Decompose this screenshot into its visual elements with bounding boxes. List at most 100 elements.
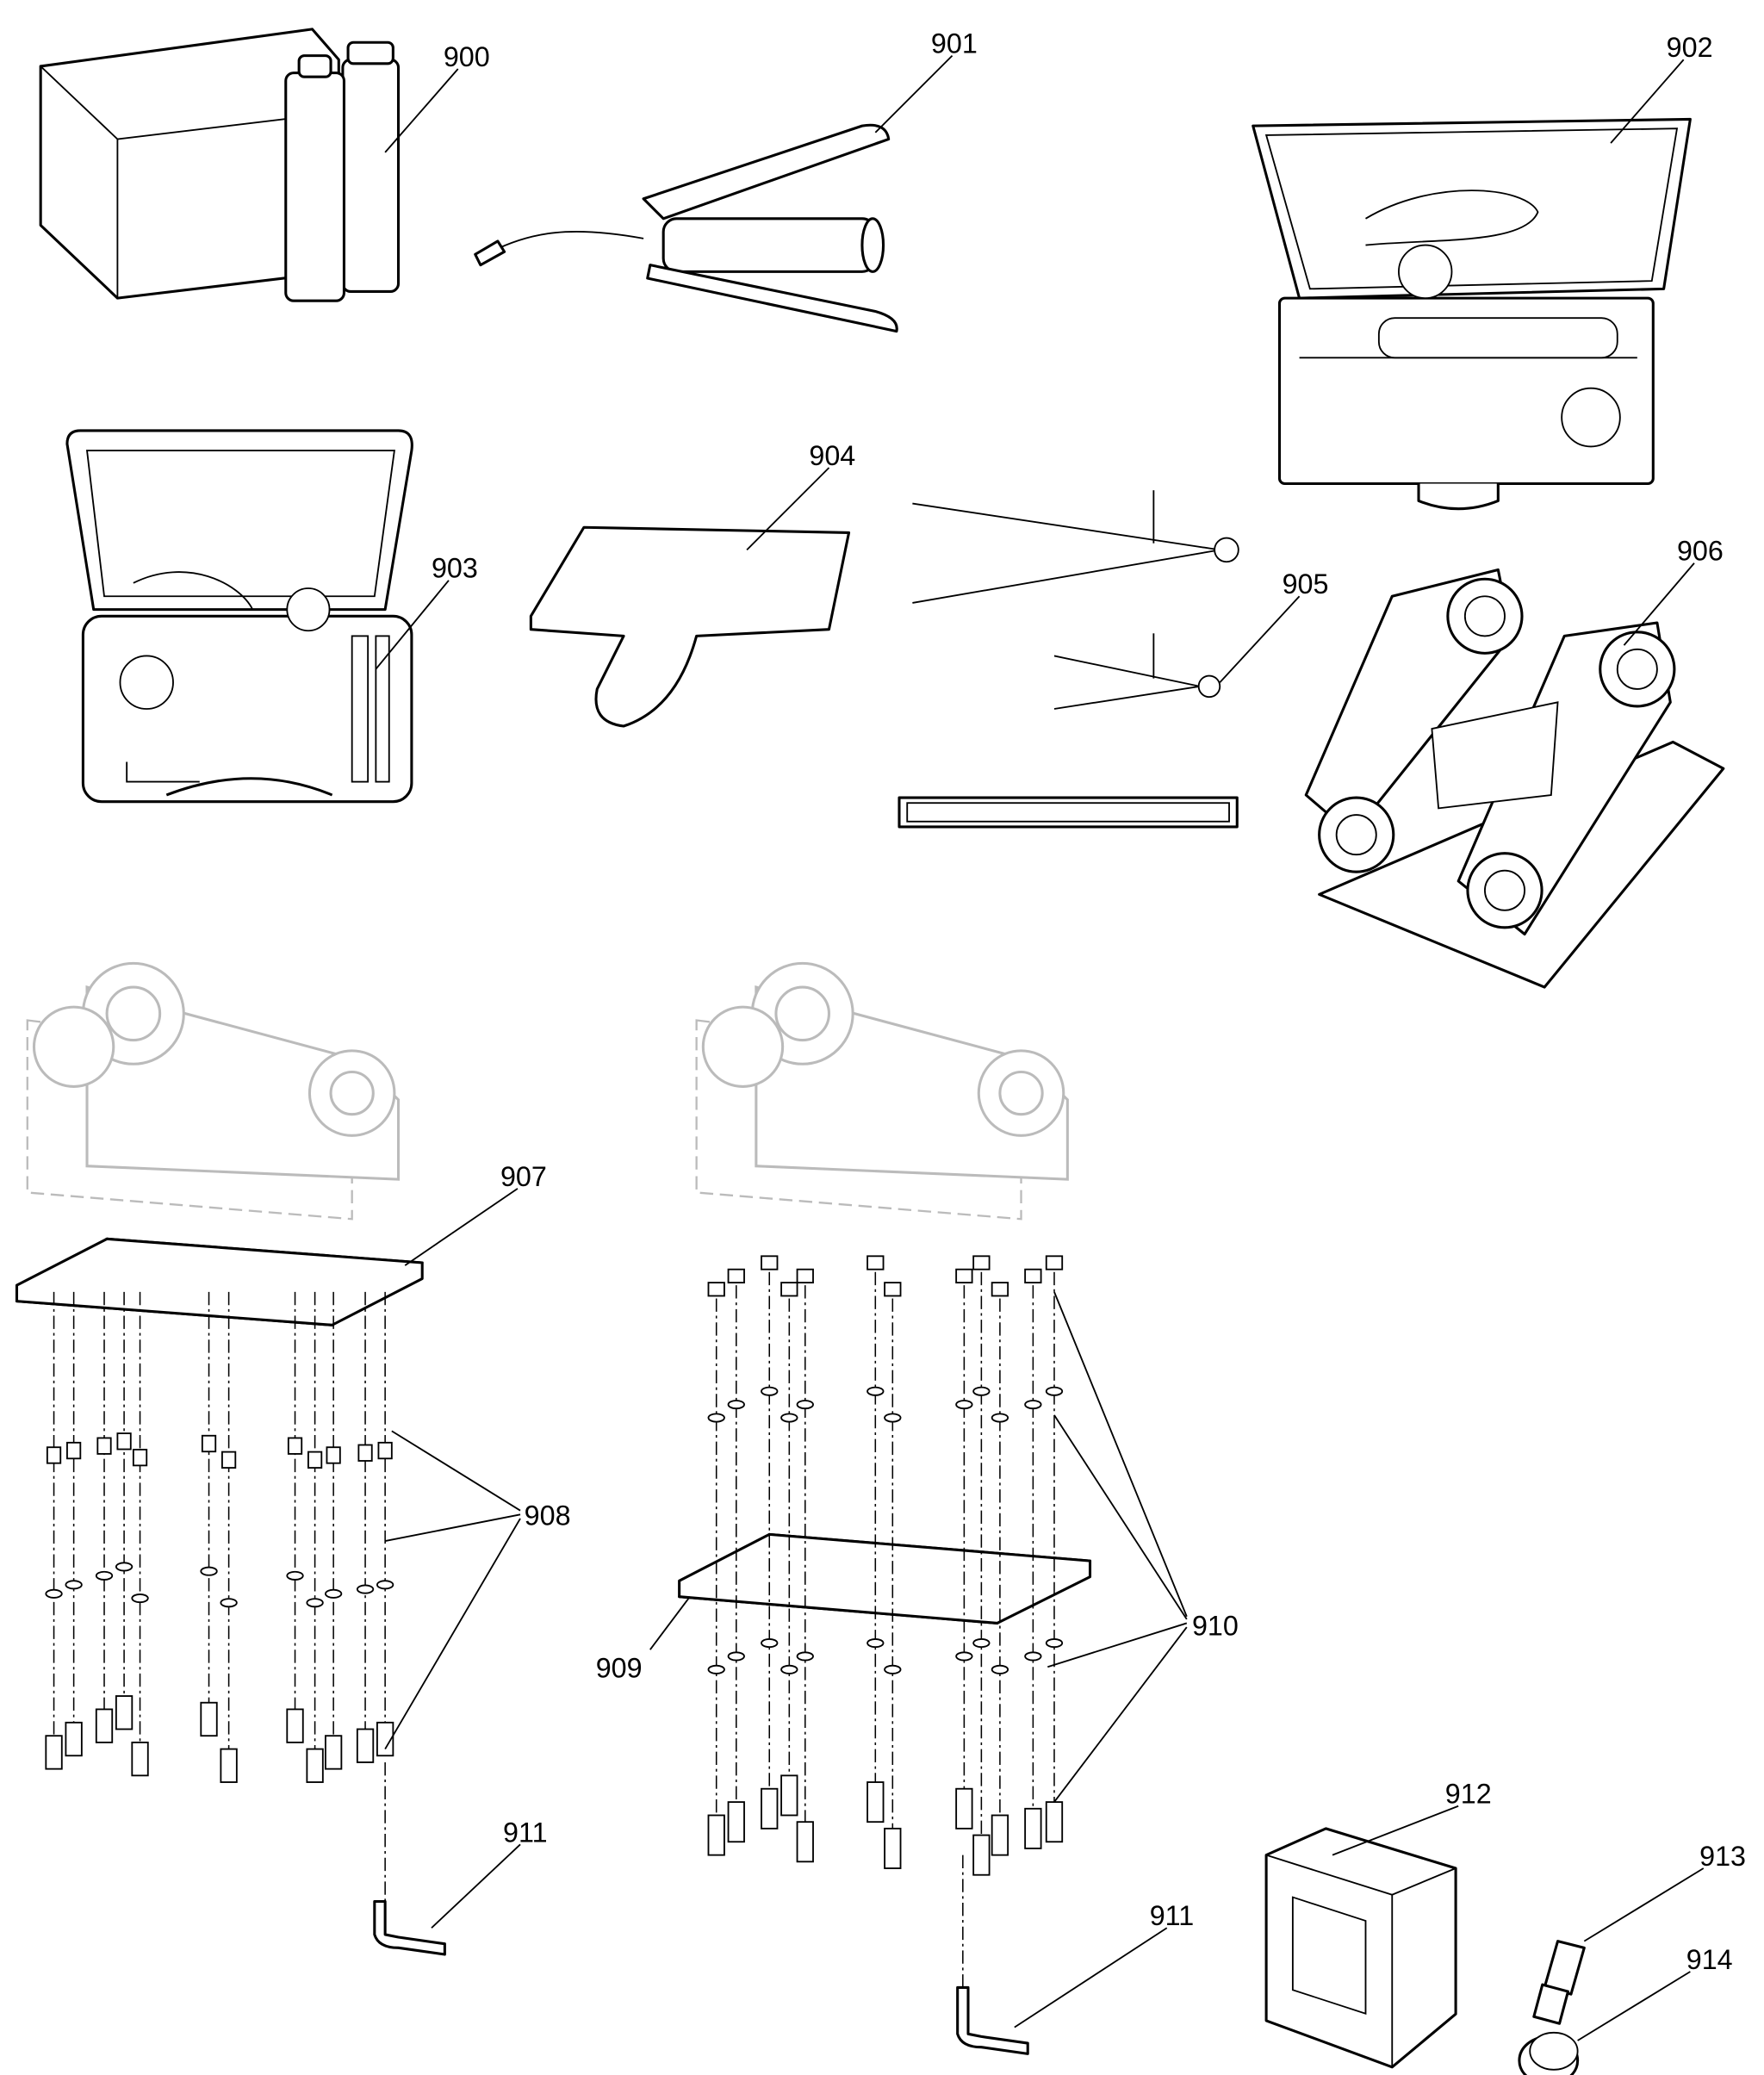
callout-902: 902 (1667, 32, 1713, 63)
washer (727, 1651, 745, 1662)
bolt (356, 1728, 375, 1763)
bolt (286, 1708, 304, 1743)
washer (991, 1413, 1009, 1423)
part-903-test-kit-case (65, 429, 413, 804)
nut (955, 1268, 973, 1284)
leader-lines (375, 54, 1705, 2041)
washer (884, 1413, 902, 1423)
callout-911-right: 911 (1150, 1900, 1195, 1931)
washer (306, 1598, 324, 1608)
washer (707, 1413, 725, 1423)
spacer (287, 1437, 303, 1455)
washer (1024, 1651, 1042, 1662)
part-906-mount-bracket (1304, 568, 1725, 989)
part-913-connector (1532, 1940, 1586, 2025)
spacer (377, 1441, 393, 1460)
bolt (131, 1741, 149, 1777)
part-901-grease-gun (474, 123, 898, 333)
bolt (45, 1735, 63, 1770)
callout-904: 904 (809, 440, 855, 471)
washer (727, 1400, 745, 1410)
bolt (115, 1695, 134, 1730)
bolt (306, 1748, 324, 1783)
washer (955, 1651, 973, 1662)
washer (796, 1651, 814, 1662)
nut (866, 1255, 885, 1270)
bolt (65, 1721, 83, 1757)
ghost-bracket-left (26, 961, 401, 1221)
callout-910: 910 (1192, 1610, 1239, 1641)
spacer (132, 1448, 148, 1467)
callout-914: 914 (1686, 1944, 1733, 1975)
bolt (200, 1701, 218, 1737)
bolt (1045, 1801, 1064, 1843)
callout-903: 903 (432, 553, 478, 584)
washer (1024, 1400, 1042, 1410)
spacer (116, 1432, 132, 1451)
fasteners (45, 1255, 1064, 1988)
bolt (866, 1781, 885, 1823)
washer (200, 1566, 218, 1576)
bolt (884, 1827, 902, 1869)
washer (45, 1588, 63, 1599)
spacer (66, 1441, 82, 1460)
washer (955, 1400, 973, 1410)
callout-905: 905 (1283, 568, 1329, 600)
bolt (376, 1721, 394, 1757)
spacer (96, 1437, 112, 1455)
spacer (46, 1446, 62, 1464)
bolt (727, 1801, 745, 1843)
bolt (780, 1774, 798, 1817)
bolt (991, 1814, 1009, 1856)
washer (972, 1386, 991, 1396)
bolt (1024, 1807, 1042, 1849)
part-909-adapter-plate (678, 1532, 1092, 1625)
nut (761, 1255, 779, 1270)
washer (780, 1413, 798, 1423)
bolt (95, 1708, 114, 1743)
bolt (707, 1814, 725, 1856)
part-905-calipers-and-ruler (898, 490, 1239, 829)
washer (796, 1400, 814, 1410)
callout-906: 906 (1677, 536, 1724, 567)
washer (65, 1580, 83, 1590)
callout-909: 909 (596, 1653, 643, 1684)
washer (115, 1562, 134, 1572)
callout-908: 908 (525, 1500, 571, 1531)
washer (324, 1588, 343, 1599)
washer (991, 1664, 1009, 1674)
nut (991, 1282, 1009, 1297)
washer (286, 1570, 304, 1581)
part-907-adapter-plate (15, 1237, 424, 1326)
spacer (307, 1451, 323, 1469)
callout-912: 912 (1445, 1779, 1492, 1810)
nut (972, 1255, 991, 1270)
part-912-sensor-box (1264, 1827, 1457, 2069)
bolt (220, 1748, 238, 1783)
spacer (326, 1446, 341, 1464)
part-911-hex-key-left (373, 1899, 446, 1956)
nut (796, 1268, 814, 1284)
washer (866, 1637, 885, 1649)
bolt (972, 1834, 991, 1876)
washer (376, 1580, 394, 1590)
washer (131, 1593, 149, 1604)
bolt (796, 1821, 814, 1863)
part-902-tool-case (1252, 117, 1692, 511)
washer (220, 1598, 238, 1608)
washer (780, 1664, 798, 1674)
part-900-grease-box (39, 28, 401, 302)
nut (707, 1282, 725, 1297)
nut (780, 1282, 798, 1297)
washer (1045, 1386, 1064, 1396)
callout-901: 901 (931, 28, 978, 59)
nut (884, 1282, 902, 1297)
washer (884, 1664, 902, 1674)
washer (761, 1386, 779, 1396)
callout-913: 913 (1699, 1841, 1746, 1872)
callout-911-left: 911 (503, 1817, 548, 1848)
callout-900: 900 (444, 41, 490, 72)
washer (866, 1386, 885, 1396)
bolt (955, 1787, 973, 1830)
